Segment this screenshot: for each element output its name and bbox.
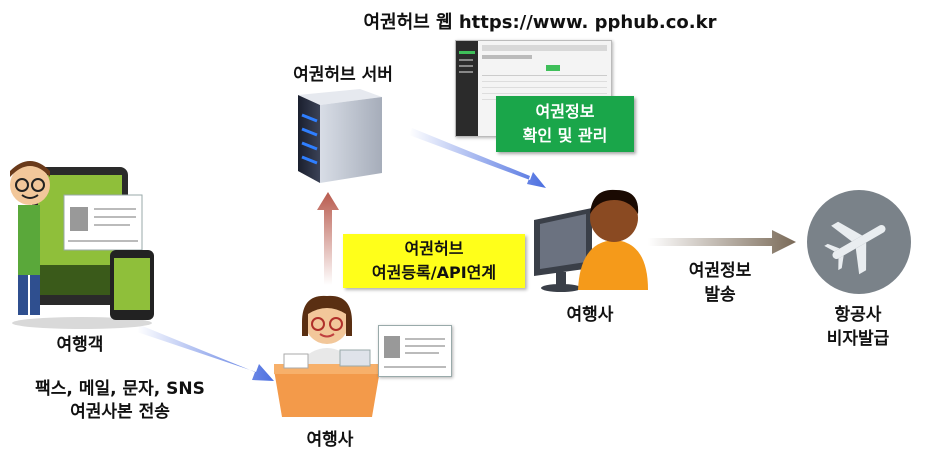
airplane-icon	[807, 190, 911, 294]
agency-man-icon	[534, 189, 648, 292]
web-title: 여권허브 웹 https://www. pphub.co.kr	[363, 12, 717, 33]
airline-line2: 비자발급	[826, 329, 890, 349]
send-info-line2: 발송	[704, 285, 736, 305]
airline-line1: 항공사	[834, 305, 882, 325]
send-info-line1: 여권정보	[688, 261, 752, 281]
agency-right-label: 여행사	[566, 305, 614, 325]
passport-manage-line1: 여권정보	[535, 102, 595, 121]
server-icon	[298, 89, 382, 183]
server-label: 여권허브 서버	[293, 65, 393, 85]
traveler-label: 여행객	[56, 335, 104, 355]
hub-register-line2: 여권등록/API연계	[371, 263, 497, 282]
traveler-send-line1: 팩스, 메일, 문자, SNS	[35, 379, 205, 399]
agency-woman-icon	[274, 295, 380, 417]
passport-manage-line2: 확인 및 관리	[522, 126, 608, 145]
traveler-send-line2: 여권사본 전송	[70, 402, 170, 422]
agency-bottom-label: 여행사	[306, 430, 354, 450]
hub-register-box: 여권허브 여권등록/API연계	[343, 234, 525, 288]
hub-register-line1: 여권허브	[404, 239, 464, 258]
passport-manage-box: 여권정보 확인 및 관리	[496, 96, 634, 152]
traveler-icon	[10, 161, 154, 329]
passport-card-bottom	[378, 325, 452, 377]
